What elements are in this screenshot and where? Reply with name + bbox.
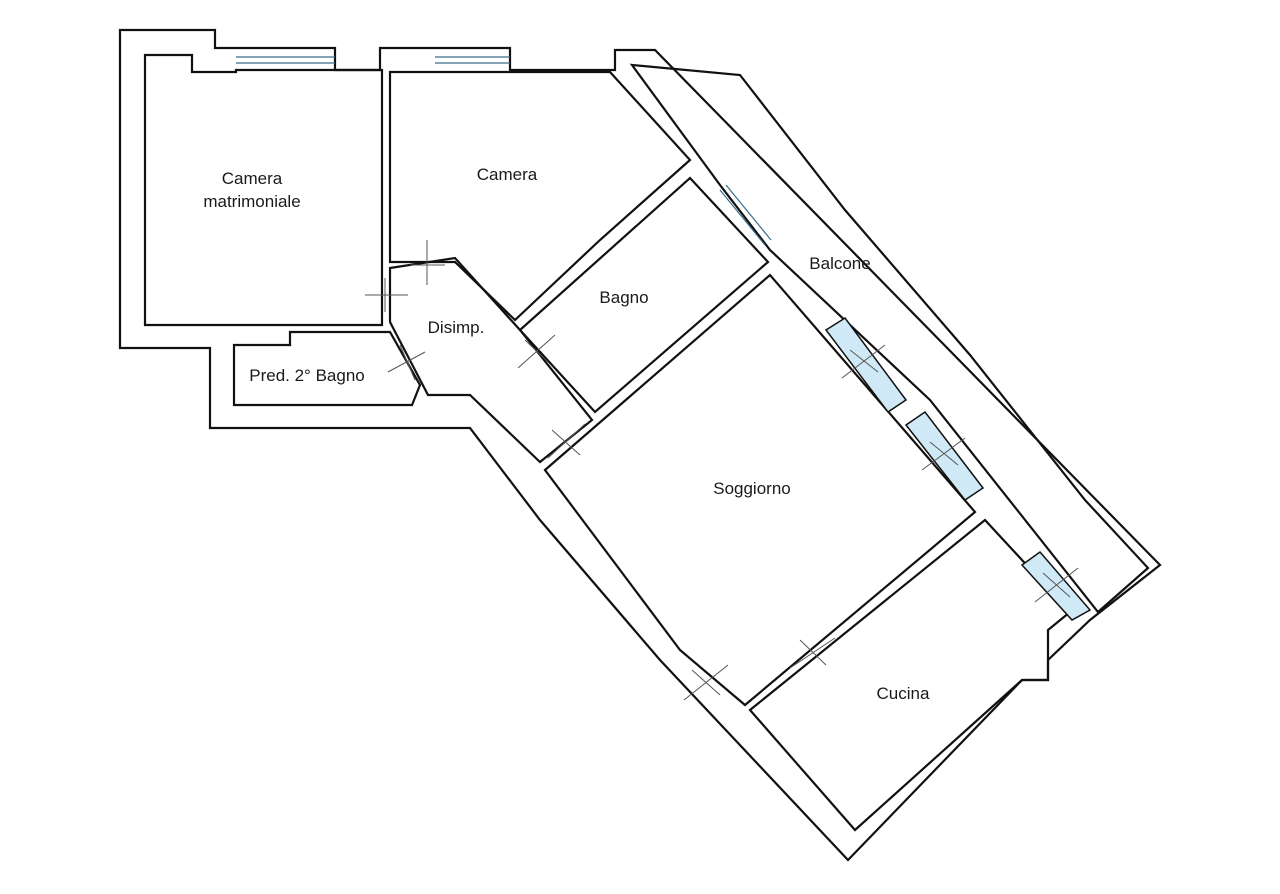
window-bagno: [719, 184, 772, 246]
door-marks: [365, 240, 1079, 701]
glass-door-soggiorno-1: [824, 316, 908, 414]
glass-door-soggiorno-2: [904, 410, 985, 502]
label-disimpegno: Disimp.: [428, 318, 485, 337]
label-camera-matrimoniale-line2: matrimoniale: [203, 192, 300, 211]
label-balcone: Balcone: [809, 254, 870, 273]
label-pred-bagno: Pred. 2° Bagno: [249, 366, 365, 385]
room-camera-matrimoniale: [143, 53, 384, 327]
room-soggiorno: [543, 273, 977, 707]
room-disimpegno: [388, 256, 594, 464]
outer-wall: [118, 28, 1162, 862]
room-pred-bagno: [232, 330, 422, 407]
window-top-left: [236, 56, 335, 64]
room-balcone: [629, 63, 1150, 614]
label-bagno: Bagno: [599, 288, 648, 307]
window-top-right: [435, 56, 510, 64]
room-cucina: [748, 518, 1072, 832]
label-camera-matrimoniale-line1: Camera: [222, 169, 283, 188]
label-soggiorno: Soggiorno: [713, 479, 791, 498]
label-cucina: Cucina: [877, 684, 930, 703]
room-bagno: [518, 176, 770, 414]
room-camera: [388, 70, 692, 322]
label-camera: Camera: [477, 165, 538, 184]
